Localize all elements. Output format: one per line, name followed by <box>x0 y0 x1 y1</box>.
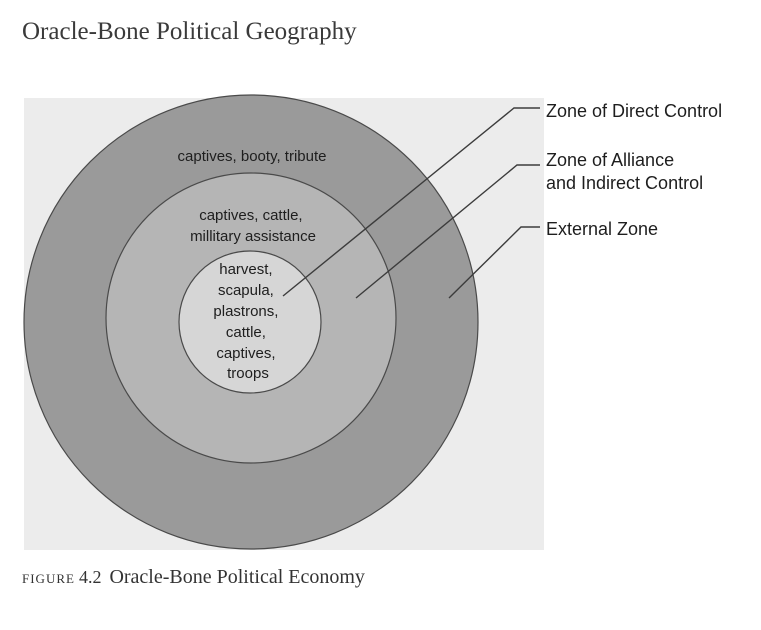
outer-zone-line: captives, booty, tribute <box>178 148 327 165</box>
inner-zone-line: troops <box>227 365 269 382</box>
inner-zone-line: captives, <box>216 345 275 362</box>
external-callout: External Zone <box>546 219 658 239</box>
inner-zone-line: scapula, <box>218 282 274 299</box>
figure-title: Oracle-Bone Political Geography <box>22 18 357 45</box>
alliance-callout: Zone of Alliance and Indirect Control <box>546 150 703 193</box>
direct-control-callout: Zone of Direct Control <box>546 101 722 121</box>
inner-zone-line: cattle, <box>226 324 266 341</box>
inner-zone-label: harvest, scapula, plastrons, cattle, cap… <box>213 261 282 382</box>
external-leader-line <box>448 226 540 299</box>
inner-zone-line: plastrons, <box>213 303 278 320</box>
middle-zone-line: millitary assistance <box>190 228 316 245</box>
callout-line: Zone of Alliance <box>546 150 674 170</box>
caption-label: FIGURE <box>22 571 75 586</box>
caption-text: Oracle-Bone Political Economy <box>109 566 365 588</box>
callout-line: Zone of Direct Control <box>546 101 722 121</box>
callout-line: and Indirect Control <box>546 173 703 193</box>
callout-line: External Zone <box>546 219 658 239</box>
inner-zone-line: harvest, <box>219 261 272 278</box>
direct-control-leader-line <box>282 107 540 297</box>
middle-zone-line: captives, cattle, <box>199 207 302 224</box>
middle-zone-label: captives, cattle, millitary assistance <box>190 207 316 245</box>
outer-zone-label: captives, booty, tribute <box>178 148 327 165</box>
alliance-leader-line <box>355 164 540 299</box>
caption-number: 4.2 <box>78 567 102 587</box>
direct-control-zone-circle <box>178 250 322 394</box>
